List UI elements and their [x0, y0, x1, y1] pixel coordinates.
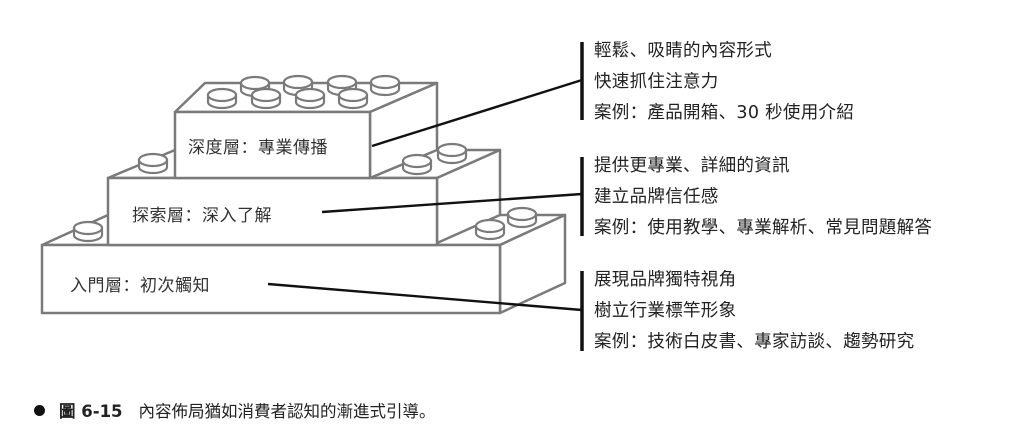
- stud-icon: [72, 220, 104, 243]
- layer-label-depth: 深度層：專業傳播: [188, 138, 328, 158]
- description-explore: 提供更專業、詳細的資訊 建立品牌信任感 案例：使用教學、專業解析、常見問題解答: [594, 151, 932, 244]
- stud-icon: [137, 152, 169, 175]
- stud-icon: [206, 87, 238, 110]
- figure-number: 圖 6-15: [59, 402, 123, 421]
- caption-text: 內容佈局猶如消費者認知的漸進式引導。: [138, 402, 436, 421]
- connector-line-middle: [321, 192, 583, 214]
- description-line: 提供更專業、詳細的資訊: [594, 156, 790, 176]
- stud-icon: [250, 87, 282, 110]
- description-line: 樹立行業標竿形象: [594, 301, 737, 321]
- description-depth: 輕鬆、吸睛的內容形式 快速抓住注意力 案例：產品開箱、30 秒使用介紹: [594, 36, 854, 129]
- bullet-icon: [34, 405, 45, 416]
- stud-icon: [506, 206, 538, 229]
- connector-line-bottom: [267, 282, 583, 312]
- description-entry: 展現品牌獨特視角 樹立行業標竿形象 案例：技術白皮書、專家訪談、趨勢研究: [594, 265, 914, 358]
- description-line: 建立品牌信任感: [594, 187, 719, 207]
- layer-label-entry: 入門層：初次觸知: [70, 276, 210, 296]
- description-line: 案例：使用教學、專業解析、常見問題解答: [594, 218, 933, 238]
- description-line: 展現品牌獨特視角: [594, 270, 737, 290]
- description-line: 輕鬆、吸睛的內容形式: [594, 41, 772, 61]
- layer-label-explore: 探索層：深入了解: [132, 206, 272, 226]
- description-line: 案例：技術白皮書、專家訪談、趨勢研究: [594, 332, 915, 352]
- figure-caption: 圖 6-15 內容佈局猶如消費者認知的漸進式引導。: [34, 398, 436, 422]
- stud-icon: [326, 74, 358, 97]
- stud-icon: [401, 153, 433, 176]
- stud-icon: [294, 87, 326, 110]
- stud-icon: [474, 218, 506, 241]
- description-line: 快速抓住注意力: [594, 72, 719, 92]
- stud-icon: [369, 74, 401, 97]
- description-line: 案例：產品開箱、30 秒使用介紹: [594, 103, 855, 123]
- connector-line-top: [371, 78, 583, 148]
- stud-icon: [436, 142, 468, 165]
- stud-icon: [337, 87, 369, 110]
